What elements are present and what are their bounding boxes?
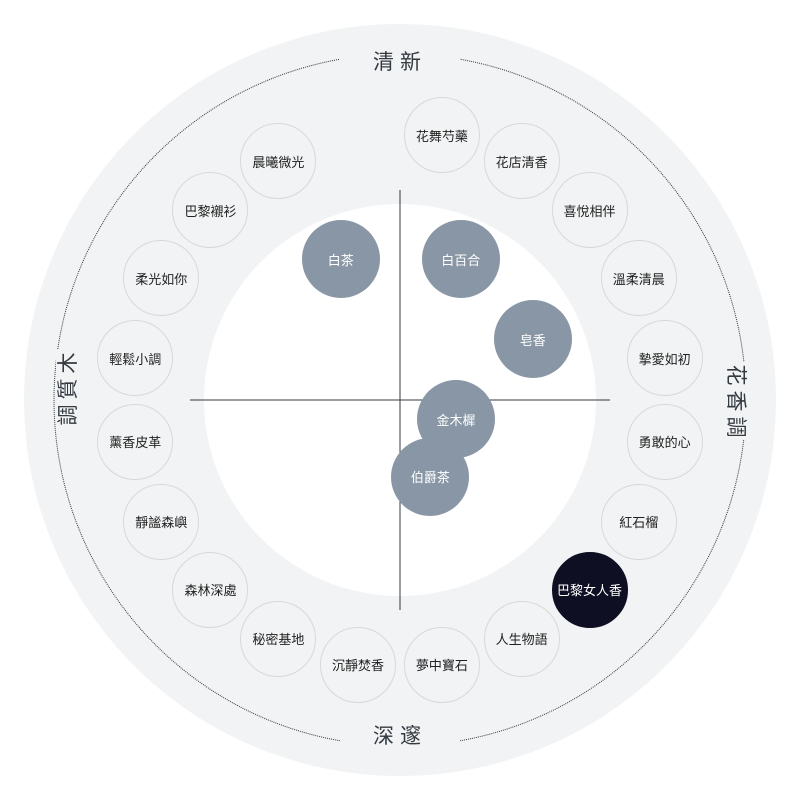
axis-label-floral: 花 香 調 <box>724 362 748 440</box>
fragrance-item[interactable]: 輕鬆小調 <box>97 320 174 397</box>
axis-label-floral-char: 香 <box>724 390 748 412</box>
fragrance-item[interactable]: 靜謐森嶼 <box>123 483 200 560</box>
axis-label-floral-char: 花 <box>724 364 748 386</box>
fragrance-item[interactable]: 沉靜焚香 <box>320 626 397 703</box>
axis-label-woody-char: 調 <box>56 404 80 426</box>
axis-label-fresh: 清新 <box>340 52 460 73</box>
fragrance-item[interactable]: 森林深處 <box>172 551 249 628</box>
fragrance-item[interactable]: 花店清香 <box>483 123 560 200</box>
fragrance-item[interactable]: 夢中寶石 <box>403 626 480 703</box>
fragrance-item[interactable]: 勇敢的心 <box>626 403 703 480</box>
note-bubble[interactable]: 白茶 <box>301 220 380 299</box>
fragrance-item[interactable]: 薰香皮革 <box>97 403 174 480</box>
fragrance-item[interactable]: 喜悅相伴 <box>551 172 628 249</box>
axis-label-woody-char: 木 <box>56 352 80 374</box>
fragrance-item[interactable]: 巴黎襯衫 <box>172 172 249 249</box>
axis-label-deep: 深邃 <box>340 726 460 747</box>
fragrance-item[interactable]: 摯愛如初 <box>626 320 703 397</box>
fragrance-item[interactable]: 紅石榴 <box>600 483 677 560</box>
fragrance-item[interactable]: 溫柔清晨 <box>600 240 677 317</box>
axis-label-woody: 木 質 調 <box>56 350 80 428</box>
fragrance-item[interactable]: 花舞芍藥 <box>403 97 480 174</box>
note-bubble[interactable]: 白百合 <box>421 220 500 299</box>
axis-label-floral-char: 調 <box>724 416 748 438</box>
fragrance-item[interactable]: 秘密基地 <box>240 600 317 677</box>
note-bubble[interactable]: 皂香 <box>493 300 572 379</box>
fragrance-item[interactable]: 柔光如你 <box>123 240 200 317</box>
fragrance-item[interactable]: 人生物語 <box>483 600 560 677</box>
axis-label-woody-char: 質 <box>56 378 80 400</box>
note-bubble[interactable]: 伯爵茶 <box>391 437 470 516</box>
fragrance-item[interactable]: 晨曦微光 <box>240 123 317 200</box>
fragrance-item[interactable]: 巴黎女人香 <box>551 551 628 628</box>
